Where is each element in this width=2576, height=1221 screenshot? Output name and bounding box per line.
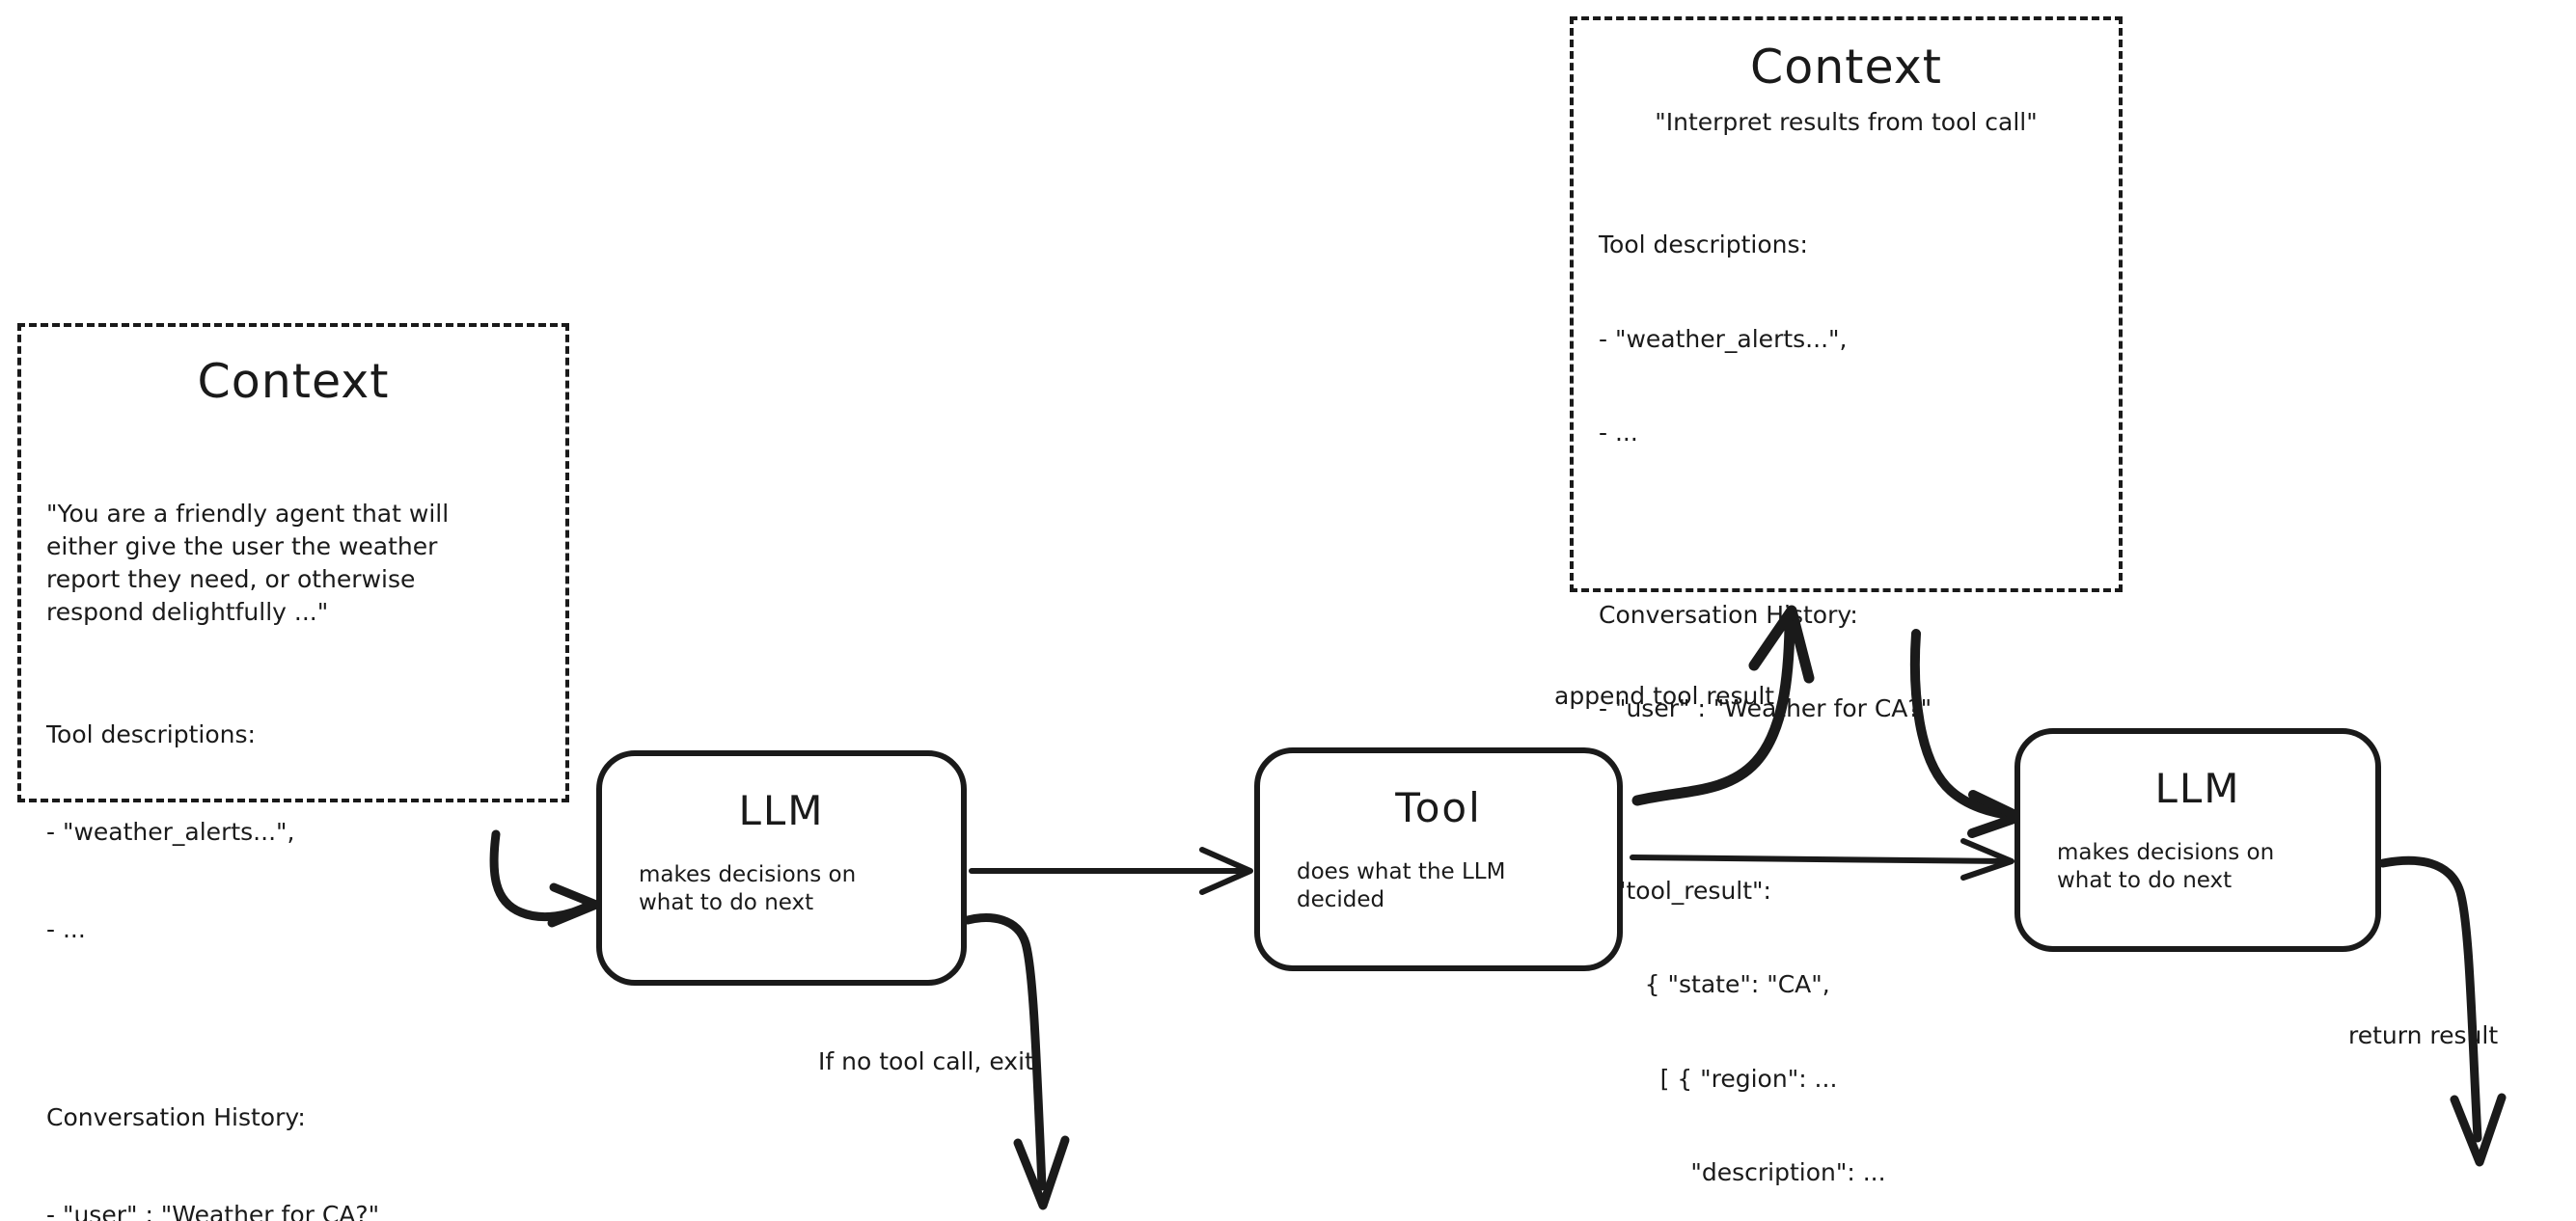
context-left-title: Context — [197, 354, 390, 409]
edge-label-if-no-tool-call-exit: If no tool call, exit — [818, 1047, 1034, 1075]
context-left-body: "You are a friendly agent that will eith… — [46, 433, 540, 1221]
context-right-tool-result-line: [ { "region": ... — [1599, 1064, 1838, 1093]
context-card-initial: Context "You are a friendly agent that w… — [17, 323, 569, 1221]
context-left-conversation-heading: Conversation History: — [46, 1103, 306, 1132]
node-tool-subtitle: does what the LLM decided — [1297, 859, 1506, 913]
context-left-tool-item: - ... — [46, 915, 86, 944]
edge-label-return-result: return result — [2348, 1021, 2499, 1049]
context-right-tool-result-label: - "tool_result": — [1599, 876, 1771, 905]
node-llm-second: LLM makes decisions on what to do next — [2014, 728, 2381, 952]
arrowhead-llm2-return-result — [2450, 1093, 2507, 1167]
context-left-tool-item: - "weather_alerts...", — [46, 818, 295, 847]
edge-label-append-tool-result: append tool result — [1554, 682, 1775, 710]
context-right-tool-result-line: "description": ... — [1599, 1158, 1886, 1187]
spacer — [46, 1012, 540, 1037]
context-left-tools-heading: Tool descriptions: — [46, 719, 256, 748]
spacer — [1599, 512, 2094, 537]
node-llm-second-subtitle: makes decisions on what to do next — [2057, 840, 2275, 894]
context-left-conversation-item: - "user" : "Weather for CA?" — [46, 1201, 380, 1221]
context-right-tools-heading: Tool descriptions: — [1599, 231, 1808, 259]
node-tool: Tool does what the LLM decided — [1254, 747, 1623, 971]
context-right-tool-result-line: { "state": "CA", — [1599, 970, 1830, 999]
context-card-after-tool: Context "Interpret results from tool cal… — [1570, 16, 2123, 1186]
context-right-body: Tool descriptions: - "weather_alerts..."… — [1599, 167, 2094, 1221]
context-right-conversation-heading: Conversation History: — [1599, 600, 1858, 629]
context-right-tool-item: - ... — [1599, 419, 1638, 448]
node-llm-first-title: LLM — [738, 787, 825, 834]
context-right-instruction: "Interpret results from tool call" — [1655, 107, 2038, 136]
context-left-system-prompt: "You are a friendly agent that will eith… — [46, 500, 450, 626]
node-llm-first-subtitle: makes decisions on what to do next — [639, 862, 857, 916]
arrowhead-llm1-exit — [1013, 1135, 1070, 1210]
arrowhead-context-left-to-llm1 — [547, 882, 601, 928]
context-right-title: Context — [1750, 40, 1942, 95]
node-llm-first: LLM makes decisions on what to do next — [596, 750, 967, 986]
node-tool-title: Tool — [1395, 784, 1482, 831]
node-llm-second-title: LLM — [2154, 765, 2241, 812]
context-right-conversation-item: - "user" : "Weather for CA?" — [1599, 694, 1932, 723]
edge-llm2-return-result — [2378, 855, 2482, 1143]
arrowhead-llm1-to-tool — [1199, 847, 1253, 895]
context-right-tool-item: - "weather_alerts...", — [1599, 324, 1848, 353]
